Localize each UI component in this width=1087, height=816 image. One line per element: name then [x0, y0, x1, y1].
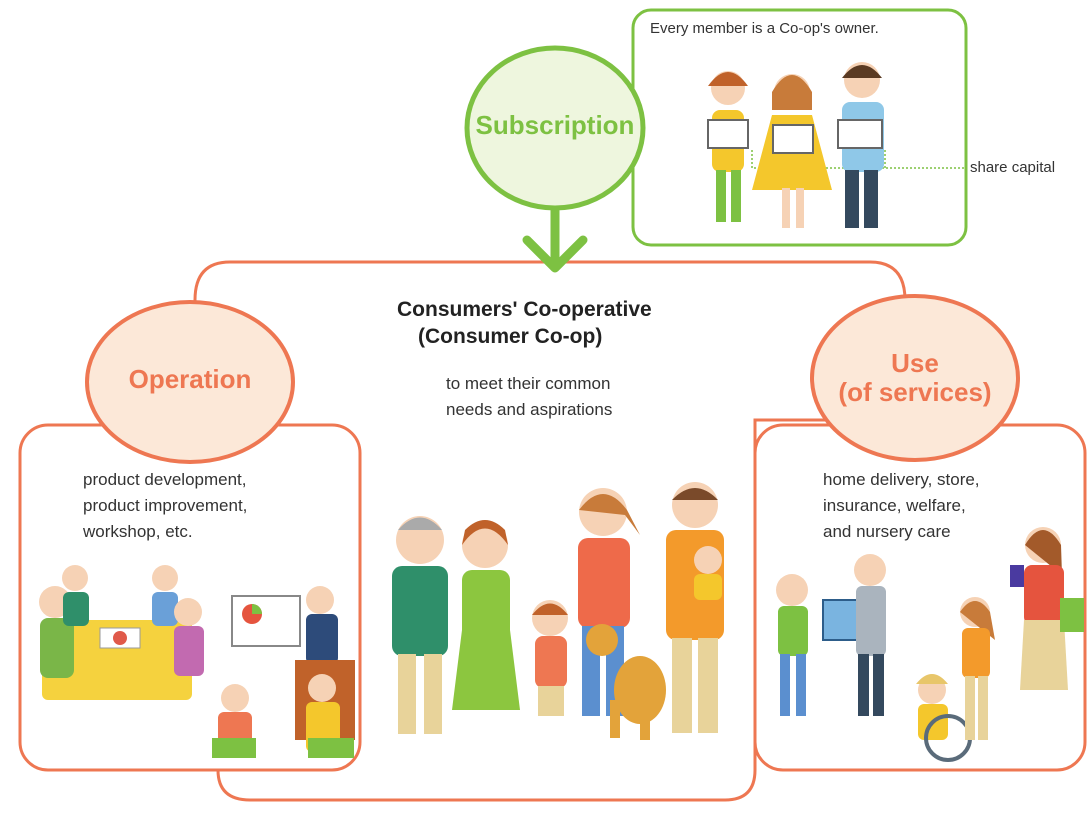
- coop-desc-line1: to meet their common: [446, 374, 611, 393]
- coop-title-line1: Consumers' Co-operative: [397, 298, 652, 321]
- use-label-line2: (of services): [838, 377, 992, 407]
- operation-label: Operation: [128, 364, 252, 394]
- operation-desc-line3: workshop, etc.: [83, 522, 193, 541]
- coop-desc-line2: needs and aspirations: [446, 400, 613, 419]
- use-label-line1: Use: [891, 348, 939, 378]
- green-down-arrow: [522, 205, 588, 273]
- use-bubble: [810, 294, 1020, 462]
- main-coop-frame: [193, 260, 907, 802]
- operation-desc-line1: product development,: [83, 470, 247, 489]
- operation-workshop-illustration: [39, 565, 355, 758]
- operation-bubble: [85, 300, 295, 464]
- coop-title-line2: (Consumer Co-op): [418, 325, 603, 348]
- use-desc-line1: home delivery, store,: [823, 470, 980, 489]
- share-capital-label: share capital: [970, 159, 1056, 176]
- subscription-caption: Every member is a Co-op's owner.: [650, 20, 879, 37]
- use-desc-line3: and nursery care: [823, 522, 951, 541]
- use-services-illustration: [776, 527, 1084, 762]
- use-desc-line2: insurance, welfare,: [823, 496, 966, 515]
- subscription-label: Subscription: [475, 110, 635, 140]
- center-family-illustration: [392, 482, 724, 740]
- member-owners-illustration: [707, 62, 884, 228]
- operation-desc-line2: product improvement,: [83, 496, 248, 515]
